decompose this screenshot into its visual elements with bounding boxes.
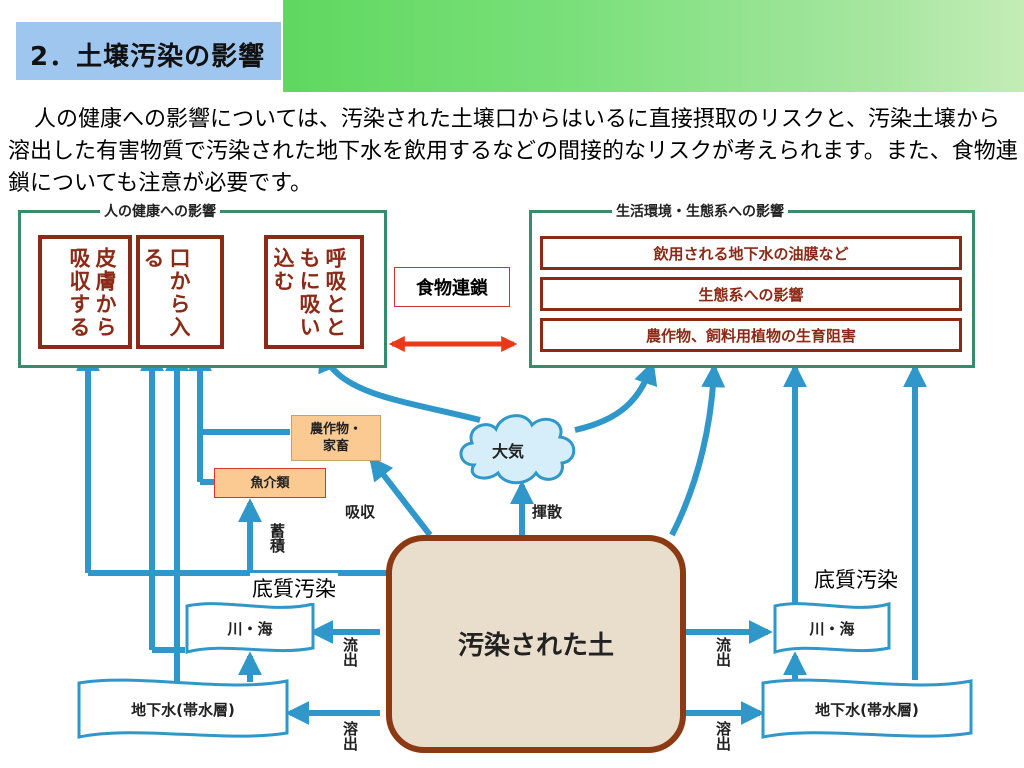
- contaminated-soil: [386, 535, 686, 753]
- leach-left-label: 溶出: [341, 721, 359, 751]
- contaminated-soil-label: 汚染された土: [457, 631, 614, 661]
- outflow-right-label: 流出: [714, 637, 732, 667]
- route-skin: 皮膚から吸収する: [38, 235, 132, 349]
- river-left-label: 川・海: [227, 619, 273, 638]
- route-breath-label: 呼吸とともに吸い込む: [271, 247, 347, 339]
- river-left-shape: [185, 602, 315, 654]
- groundwater-right-shape: [761, 678, 973, 739]
- outflow-left-label: 流出: [341, 637, 359, 667]
- river-right-label: 川・海: [809, 619, 855, 638]
- sediment-left-label: 底質汚染: [250, 573, 338, 603]
- impact-diagram: 人の健康への影響 皮膚から吸収する 口から入る 呼吸とともに吸い込む 生活環境・…: [0, 201, 1024, 768]
- fish-box: 魚介類: [214, 468, 326, 498]
- flow-arrows: [76, 335, 927, 725]
- crops-livestock-box: 農作物・家畜: [291, 415, 381, 461]
- river-right-shape: [773, 602, 891, 655]
- env-item-ecosystem: 生態系への影響: [540, 277, 962, 311]
- absorb-label: 吸収: [345, 503, 376, 521]
- intro-paragraph: 人の健康への影響については、汚染された土壌口からはいるに直接摂取のリスクと、汚染…: [8, 107, 1018, 196]
- disperse-label: 揮散: [532, 503, 563, 521]
- groundwater-left-shape: [77, 678, 289, 739]
- page-title: 2．土壌汚染の影響: [30, 42, 266, 72]
- header-green-band: [283, 0, 1024, 92]
- env-item-groundwater: 飲用される地下水の油膜など: [540, 236, 962, 270]
- sediment-right-label: 底質汚染: [812, 564, 900, 594]
- route-mouth-label: 口から入る: [141, 247, 191, 339]
- groundwater-right-label: 地下水(帯水層): [815, 700, 919, 719]
- environment-impact-title: 生活環境・生態系への影響: [612, 201, 788, 221]
- env-item-crops: 農作物、飼料用植物の生育阻害: [540, 318, 962, 352]
- air-cloud: [459, 414, 576, 485]
- air-label: 大気: [492, 442, 525, 461]
- groundwater-left-label: 地下水(帯水層): [131, 700, 235, 719]
- food-chain-label: 食物連鎖: [394, 267, 510, 307]
- route-mouth: 口から入る: [136, 235, 224, 349]
- accumulate-label: 蓄積: [268, 523, 286, 553]
- health-impact-title: 人の健康への影響: [100, 201, 220, 221]
- leach-right-label: 溶出: [714, 721, 732, 751]
- title-bar: [16, 22, 281, 80]
- route-breath: 呼吸とともに吸い込む: [264, 235, 364, 349]
- route-skin-label: 皮膚から吸収する: [67, 247, 117, 339]
